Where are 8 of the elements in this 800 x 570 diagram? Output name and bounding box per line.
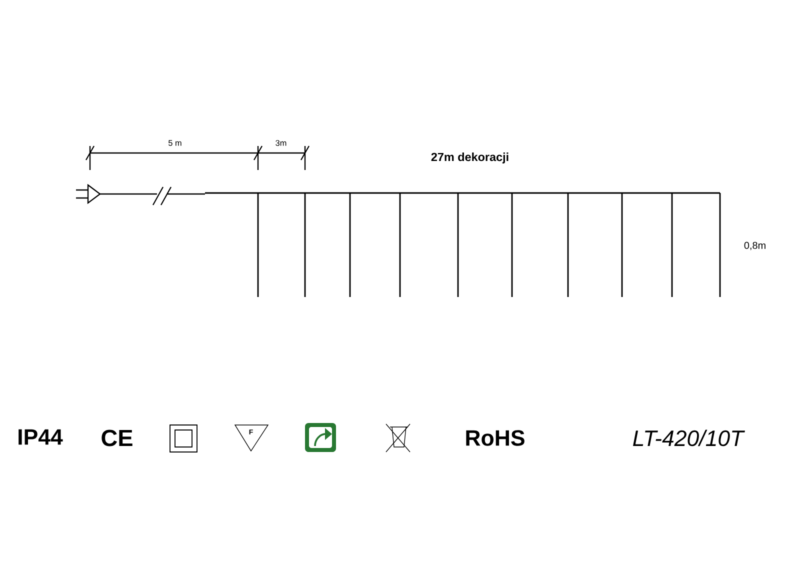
rating-label: IP44 — [18, 429, 63, 445]
rohs-label: RoHS — [466, 430, 524, 446]
dimension-label: 5 m — [168, 140, 182, 146]
ce-mark: CE — [102, 430, 132, 446]
dimension-label: 0,8m — [744, 242, 766, 250]
length-label: 27m dekoracji — [431, 152, 508, 164]
model-number: LT-420/10T — [633, 430, 745, 446]
dimension-label: 3m — [276, 140, 286, 146]
